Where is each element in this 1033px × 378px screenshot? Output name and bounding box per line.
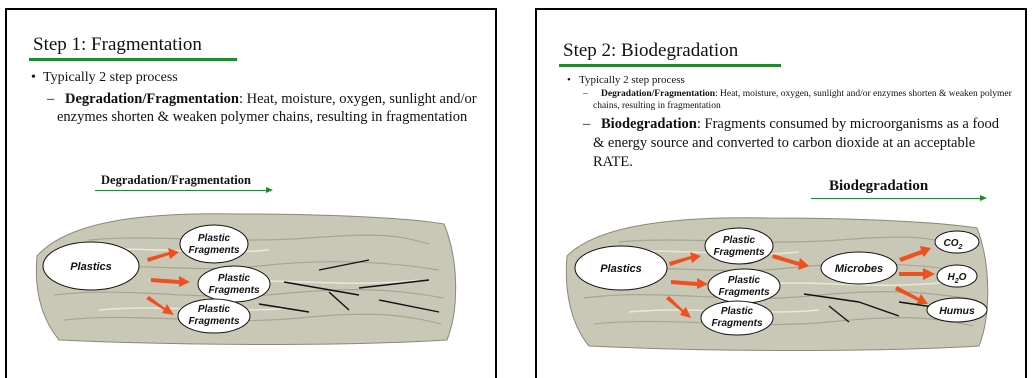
svg-text:Plastic: Plastic [721,306,754,317]
plastic-fragments-node: Plastic Fragments [180,225,248,263]
svg-text:Fragments: Fragments [188,245,240,256]
microbes-label: Microbes [835,263,883,275]
fragmentation-diagram: Plastics Plastic Fragments Plastic Fragm… [29,200,469,350]
svg-text:Plastic: Plastic [198,233,231,244]
bullet-item: •Typically 2 step process [579,74,685,86]
svg-text:Fragments: Fragments [718,287,770,298]
svg-text:Plastic: Plastic [198,304,231,315]
svg-text:Fragments: Fragments [713,247,765,258]
plastic-fragments-node: Plastic Fragments [198,266,270,302]
biodegradation-diagram: Plastics Plastic Fragments Plastic Fragm… [559,206,999,356]
process-arrow-line [95,190,267,191]
plastic-fragments-node: Plastic Fragments [705,228,773,264]
svg-text:Plastic: Plastic [723,235,756,246]
slide-step1: Step 1: Fragmentation •Typically 2 step … [5,8,497,378]
sub-bullet-degradation: – Degradation/Fragmentation: Heat, moist… [593,88,1013,112]
plastics-label: Plastics [70,261,112,273]
plastic-fragments-node: Plastic Fragments [178,299,250,333]
process-arrow-head [980,195,987,201]
sub-bullet-degradation: – Degradation/Fragmentation: Heat, moist… [57,90,477,126]
plastics-label: Plastics [600,263,642,275]
svg-text:Plastic: Plastic [728,275,761,286]
humus-label: Humus [939,305,975,317]
arrow-label: Biodegradation [829,178,928,195]
slide-title: Step 2: Biodegradation [563,40,738,62]
slide-step2: Step 2: Biodegradation •Typically 2 step… [535,8,1027,378]
svg-text:Fragments: Fragments [208,285,260,296]
plastic-fragments-node: Plastic Fragments [701,301,773,335]
svg-text:Plastic: Plastic [218,273,251,284]
svg-text:Fragments: Fragments [711,318,763,329]
bullet-item: •Typically 2 step process [43,70,178,86]
arrow-label: Degradation/Fragmentation [101,173,251,188]
process-arrow-head [266,187,273,193]
title-underline [559,64,781,67]
slide-title: Step 1: Fragmentation [33,34,202,56]
svg-text:Fragments: Fragments [188,316,240,327]
plastic-fragments-node: Plastic Fragments [708,269,780,303]
title-underline [29,58,237,61]
process-arrow-line [811,198,981,199]
sub-bullet-biodegradation: – Biodegradation: Fragments consumed by … [593,115,1013,172]
